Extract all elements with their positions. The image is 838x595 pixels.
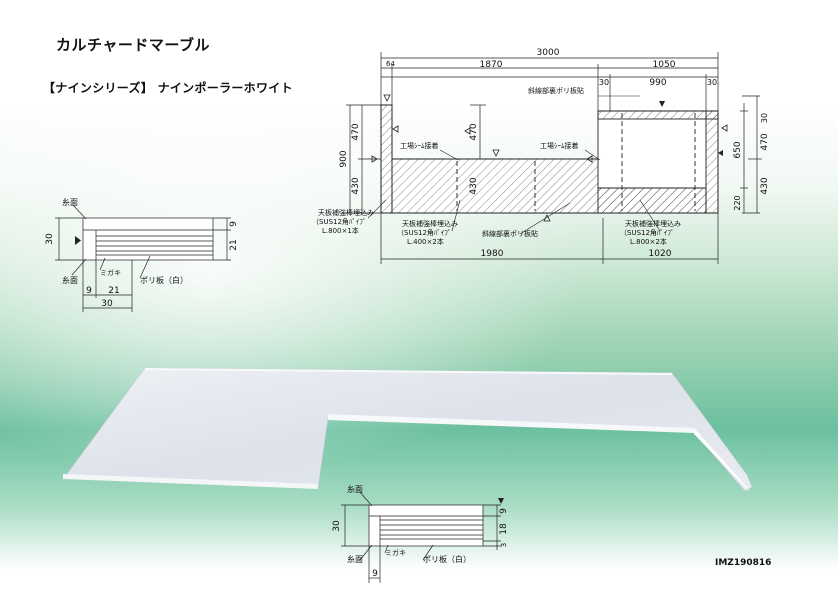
section-bottom-poly: ポリ板（白） — [423, 554, 471, 564]
note-factory-seam-left: 工場ｼｰﾑ接着 — [400, 141, 439, 150]
section-top-dim-30-left: 30 — [45, 233, 55, 245]
dim-edge-30-a: 30 — [599, 78, 609, 87]
dim-inner-990: 990 — [649, 78, 666, 88]
section-bottom-dim-9-right: 9 — [499, 508, 509, 514]
section-top-migaki: ミガキ — [100, 268, 121, 277]
section-top-itomen-top: 糸面 — [62, 197, 78, 207]
section-bottom-dim-30-left: 30 — [332, 520, 342, 532]
dim-left-width: 1870 — [480, 60, 503, 70]
note-rod-left-spec2: L.800×1本 — [322, 226, 359, 235]
dim-right-30: 30 — [760, 113, 769, 123]
note-rod-right-spec2: L.800×2本 — [630, 237, 667, 246]
dim-right-650: 650 — [733, 141, 743, 158]
dim-edge-30-b: 30 — [707, 78, 717, 87]
dim-bottom-1020: 1020 — [649, 249, 672, 259]
page-title: カルチャードマーブル — [56, 36, 210, 54]
dim-right-width: 1050 — [653, 60, 676, 70]
section-bottom-dim-18-right: 18 — [499, 523, 509, 535]
dim-height-430-left: 430 — [351, 177, 361, 194]
note-rod-mid-title: 天板補強棒埋込み — [402, 219, 458, 228]
note-rod-left-title: 天板補強棒埋込み — [318, 208, 374, 217]
dim-height-470-mid: 470 — [469, 123, 479, 140]
page-subtitle: 【ナインシリーズ】 ナインポーラーホワイト — [43, 81, 293, 95]
section-bottom-dim-9-bottom: 9 — [372, 569, 378, 579]
dim-height-900: 900 — [339, 150, 349, 167]
dim-overall-width: 3000 — [537, 48, 560, 58]
section-top-dim-21-right: 21 — [229, 239, 239, 250]
dim-right-430: 430 — [760, 177, 770, 194]
section-top-dim-9-bottom: 9 — [86, 286, 92, 296]
dim-bottom-1980: 1980 — [481, 249, 504, 259]
dim-right-220: 220 — [733, 195, 742, 210]
note-slant-back: 斜線部裏ポリ板貼 — [528, 86, 584, 95]
section-bottom-dim-3-right: 3 — [500, 543, 508, 547]
note-rod-mid-spec1: （SUS12角ﾊﾟｲﾌﾟ — [397, 228, 451, 237]
note-rod-mid-spec2: L.400×2本 — [407, 237, 444, 246]
dim-edge-64: 64 — [386, 60, 395, 68]
document-code: IMZ190816 — [715, 558, 772, 568]
note-factory-seam-right: 工場ｼｰﾑ接着 — [540, 141, 579, 150]
section-top-poly: ポリ板（白） — [140, 275, 188, 285]
dim-right-470: 470 — [760, 133, 770, 150]
section-top-dim-9-right: 9 — [229, 221, 239, 227]
section-top-dim-30-bottom: 30 — [101, 299, 113, 309]
note-rod-left-spec1: （SUS12角ﾊﾟｲﾌﾟ — [312, 217, 366, 226]
note-rod-right-spec1: （SUS12角ﾊﾟｲﾌﾟ — [620, 228, 674, 237]
section-bottom-migaki: ミガキ — [385, 548, 406, 557]
section-top-itomen-bottom: 糸面 — [62, 275, 78, 285]
dim-height-430-mid: 430 — [469, 177, 479, 194]
section-top-dim-21-bottom: 21 — [108, 286, 119, 296]
section-bottom-itomen-bottom: 糸面 — [347, 554, 363, 564]
dim-height-470-left: 470 — [351, 123, 361, 140]
note-slant-back-bottom: 斜線部裏ポリ板貼 — [482, 229, 538, 238]
section-bottom-itomen-top: 糸面 — [347, 484, 363, 494]
note-rod-right-title: 天板補強棒埋込み — [625, 219, 681, 228]
